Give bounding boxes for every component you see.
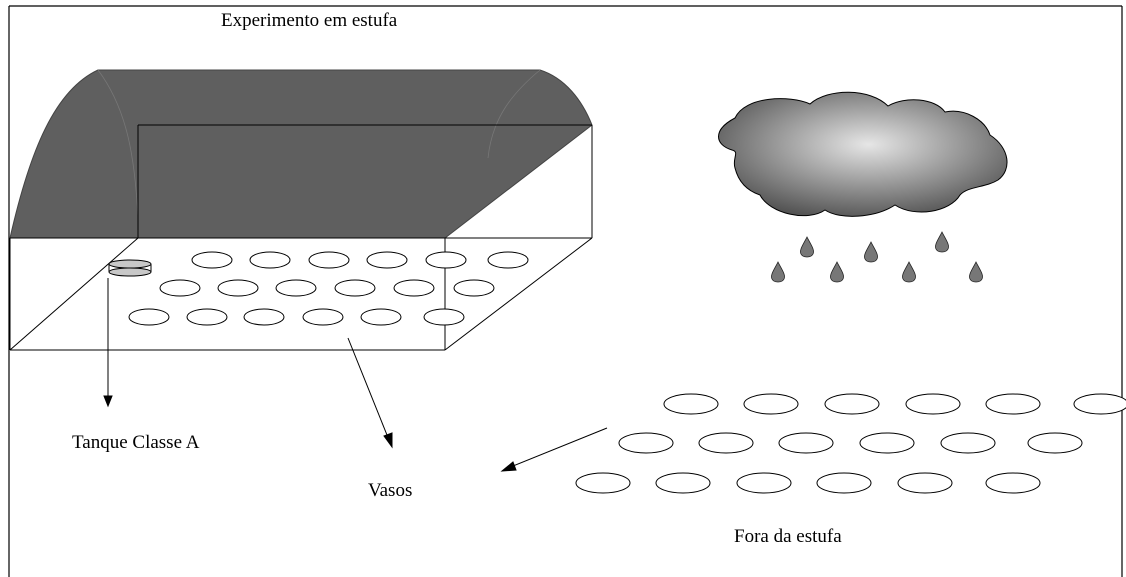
raindrop [902, 261, 916, 283]
pot [334, 279, 376, 297]
pot [816, 472, 872, 494]
pot [425, 251, 467, 269]
rain-drops [771, 231, 983, 283]
class-a-tank [108, 259, 152, 277]
pot [360, 308, 402, 326]
pot [423, 308, 465, 326]
pot [743, 393, 799, 415]
outside-label: Fora da estufa [734, 526, 842, 547]
pot [1027, 432, 1083, 454]
arrow-to-pots-inside [347, 337, 390, 441]
pot [824, 393, 880, 415]
greenhouse-roof [9, 69, 593, 239]
pot [159, 279, 201, 297]
pot [128, 308, 170, 326]
pot [663, 393, 719, 415]
raindrop [771, 261, 785, 283]
pot [778, 432, 834, 454]
pot [249, 251, 291, 269]
pot [275, 279, 317, 297]
raindrop [969, 261, 983, 283]
roof-seam-right [487, 69, 541, 159]
diagram-title: Experimento em estufa [221, 10, 398, 31]
raindrop [800, 236, 814, 258]
rain-cloud [718, 91, 1008, 217]
pot [366, 251, 408, 269]
pot [302, 308, 344, 326]
pot [905, 393, 961, 415]
pot [453, 279, 495, 297]
pot [655, 472, 711, 494]
pot [217, 279, 259, 297]
raindrop [864, 241, 878, 263]
tank-label: Tanque Classe A [72, 432, 200, 453]
roof-seam-left [97, 69, 139, 219]
pot [487, 251, 529, 269]
pot [1073, 393, 1126, 415]
pot [698, 432, 754, 454]
raindrop [830, 261, 844, 283]
pot [191, 251, 233, 269]
pot [859, 432, 915, 454]
raindrop [935, 231, 949, 253]
outside-pots [575, 393, 1126, 494]
arrow-from-outside-pots [507, 427, 608, 469]
pot [308, 251, 350, 269]
pot [897, 472, 953, 494]
pots-label: Vasos [368, 480, 413, 501]
pot [243, 308, 285, 326]
pot [736, 472, 792, 494]
pot [940, 432, 996, 454]
pot [575, 472, 631, 494]
pot [186, 308, 228, 326]
pot [985, 472, 1041, 494]
pot [985, 393, 1041, 415]
pot [393, 279, 435, 297]
greenhouse-pots [128, 251, 529, 326]
arrows [103, 278, 608, 472]
pot [618, 432, 674, 454]
